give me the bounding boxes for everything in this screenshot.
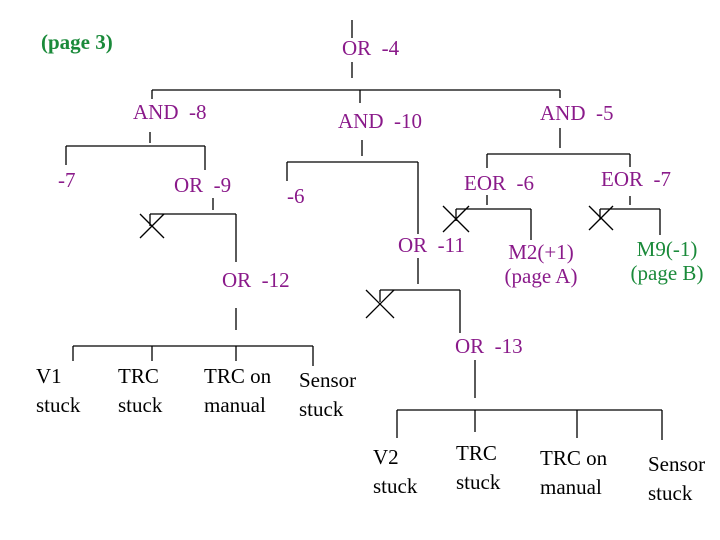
page-reference: (page 3) — [41, 30, 113, 54]
ref-m9-line1: M9(-1) — [636, 237, 698, 261]
gate-or-9: OR -9 — [174, 173, 232, 197]
transfer-ref-7: -7 — [58, 168, 76, 192]
gate-and-10: AND -10 — [338, 109, 422, 133]
event-trc2-line2: stuck — [456, 470, 501, 494]
gate-or-13: OR -13 — [455, 334, 523, 358]
gate-and-5: AND -5 — [540, 101, 614, 125]
event-v2-line1: V2 — [373, 445, 399, 469]
event-trc2-line1: TRC — [456, 441, 497, 465]
event-trc-manual-line2: manual — [204, 393, 266, 417]
gate-or-11: OR -11 — [398, 233, 465, 257]
ref-m2-line1: M2(+1) — [508, 240, 574, 264]
cut-mark — [365, 289, 395, 319]
gate-or-12: OR -12 — [222, 268, 290, 292]
event-trc2-manual-line2: manual — [540, 475, 602, 499]
transfer-ref-6: -6 — [287, 184, 305, 208]
event-sensor2-line1: Sensor — [648, 452, 706, 476]
gate-and-8: AND -8 — [133, 100, 207, 124]
gate-or-4: OR -4 — [342, 36, 400, 60]
event-v2-line2: stuck — [373, 474, 418, 498]
event-sensor-line2: stuck — [299, 397, 344, 421]
cut-mark — [442, 205, 470, 233]
ref-m2-line2: (page A) — [504, 264, 578, 288]
event-sensor-line1: Sensor — [299, 368, 357, 392]
event-sensor2-line2: stuck — [648, 481, 693, 505]
cut-mark — [588, 205, 614, 231]
cut-mark — [139, 213, 165, 239]
ref-m9-line2: (page B) — [630, 261, 704, 285]
event-trc2-manual-line1: TRC on — [540, 446, 608, 470]
event-trc-manual-line1: TRC on — [204, 364, 272, 388]
gate-eor-7: EOR -7 — [601, 167, 671, 191]
event-trc-line1: TRC — [118, 364, 159, 388]
gate-eor-6: EOR -6 — [464, 171, 534, 195]
event-v1-line2: stuck — [36, 393, 81, 417]
event-trc-line2: stuck — [118, 393, 163, 417]
event-v1-line1: V1 — [36, 364, 62, 388]
